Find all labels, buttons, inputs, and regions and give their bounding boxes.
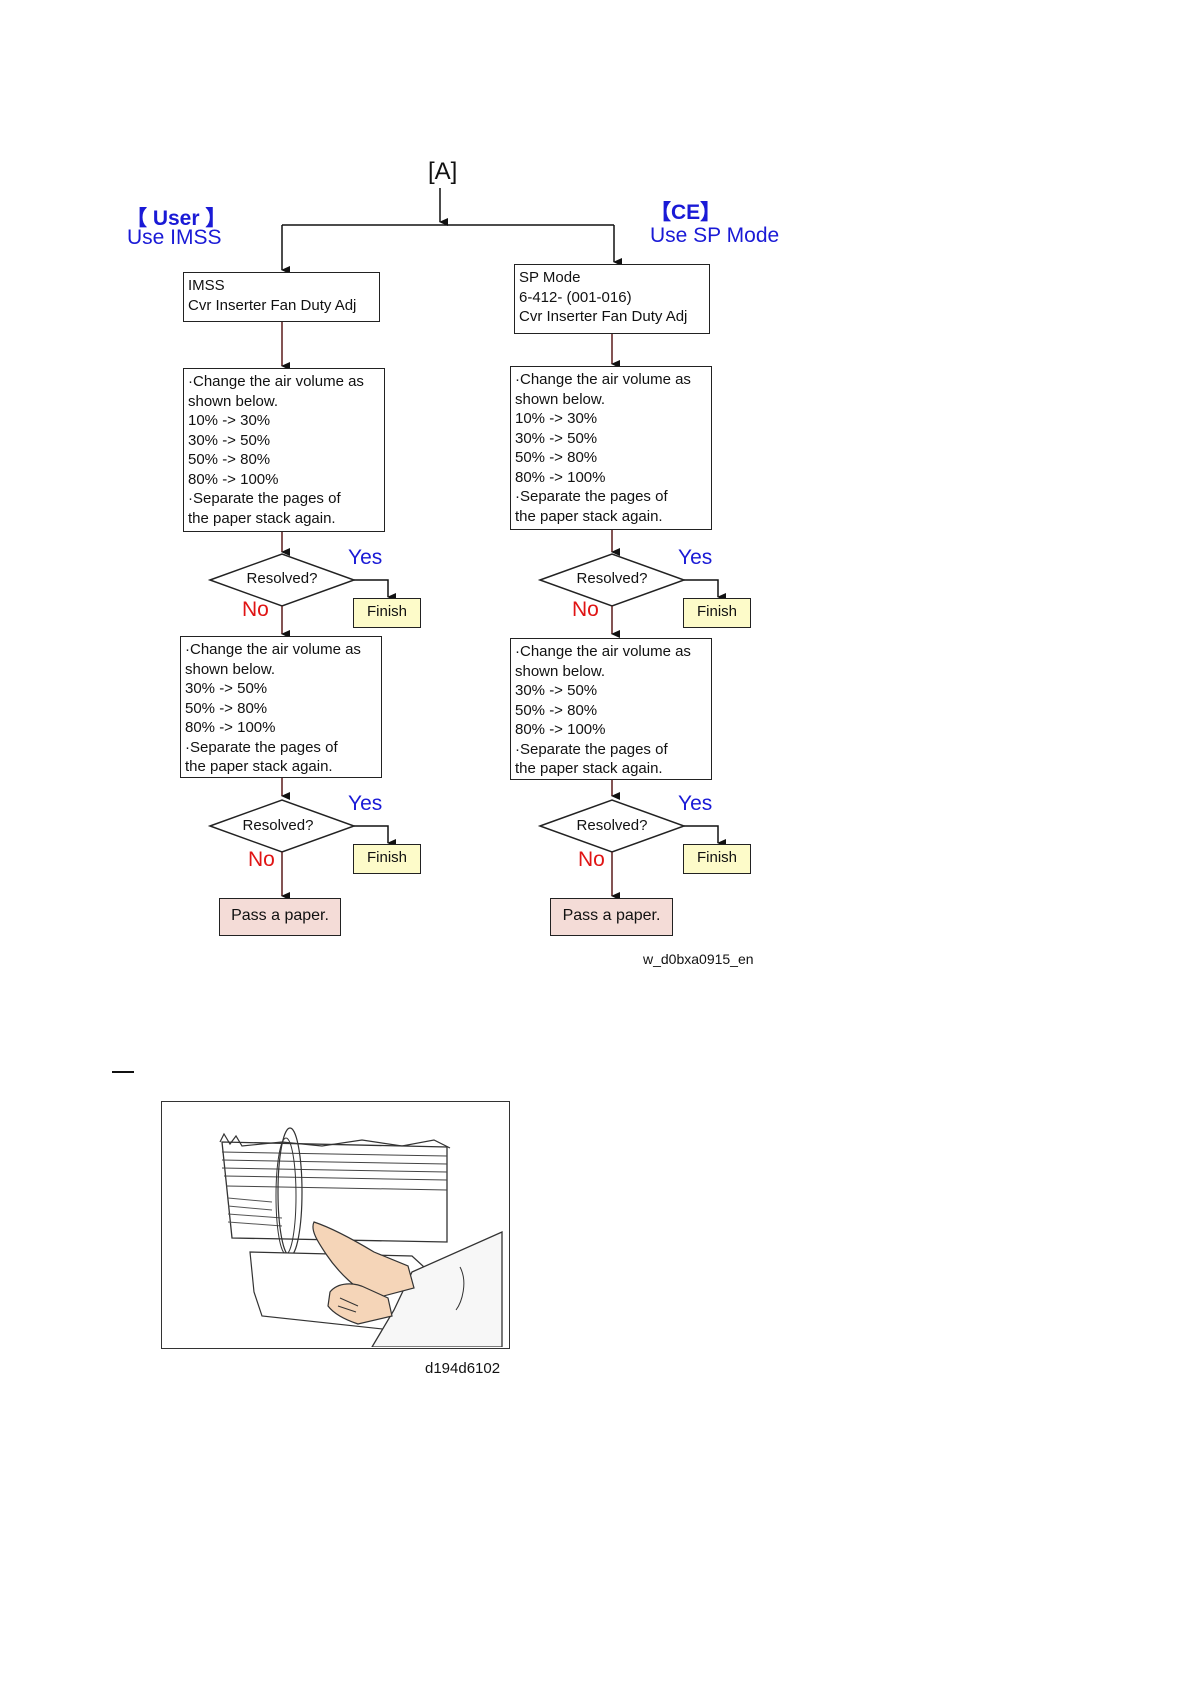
right-step1-box: ·Change the air volume as shown below. 1…: [510, 366, 712, 530]
ce-heading: 【CE】: [650, 201, 722, 224]
left-no-1: No: [242, 598, 269, 621]
right-no-1: No: [572, 598, 599, 621]
right-pass-paper: Pass a paper.: [550, 898, 673, 936]
right-decision-2-text: Resolved?: [576, 817, 648, 834]
fanning-paper-illustration: [161, 1101, 510, 1349]
right-yes-2: Yes: [678, 792, 713, 815]
sp-mode-start-box: SP Mode 6-412- (001-016) Cvr Inserter Fa…: [514, 264, 710, 334]
right-finish-1: Finish: [683, 598, 751, 628]
user-subheading: Use IMSS: [127, 226, 222, 249]
imss-start-box: IMSS Cvr Inserter Fan Duty Adj: [183, 272, 380, 322]
right-yes-1: Yes: [678, 546, 713, 569]
illustration-figure-code: d194d6102: [425, 1360, 501, 1377]
right-step2-box: ·Change the air volume as shown below. 3…: [510, 638, 712, 780]
left-yes-2: Yes: [348, 792, 383, 815]
entry-label: [A]: [428, 158, 458, 185]
left-yes-1: Yes: [348, 546, 383, 569]
left-decision-2-text: Resolved?: [242, 817, 314, 834]
left-finish-1: Finish: [353, 598, 421, 628]
section-dash: [112, 1071, 134, 1073]
fanning-paper-drawing: [219, 1127, 503, 1348]
right-no-2: No: [578, 848, 605, 871]
user-heading: 【 User 】: [126, 207, 227, 230]
flowchart-figure-code: w_d0bxa0915_en: [643, 951, 754, 967]
right-finish-2: Finish: [683, 844, 751, 874]
left-decision-1-text: Resolved?: [246, 570, 318, 587]
left-step2-box: ·Change the air volume as shown below. 3…: [180, 636, 382, 778]
left-no-2: No: [248, 848, 275, 871]
right-decision-1-text: Resolved?: [576, 570, 648, 587]
left-step1-box: ·Change the air volume as shown below. 1…: [183, 368, 385, 532]
ce-subheading: Use SP Mode: [650, 224, 780, 247]
left-pass-paper: Pass a paper.: [219, 898, 341, 936]
left-finish-2: Finish: [353, 844, 421, 874]
